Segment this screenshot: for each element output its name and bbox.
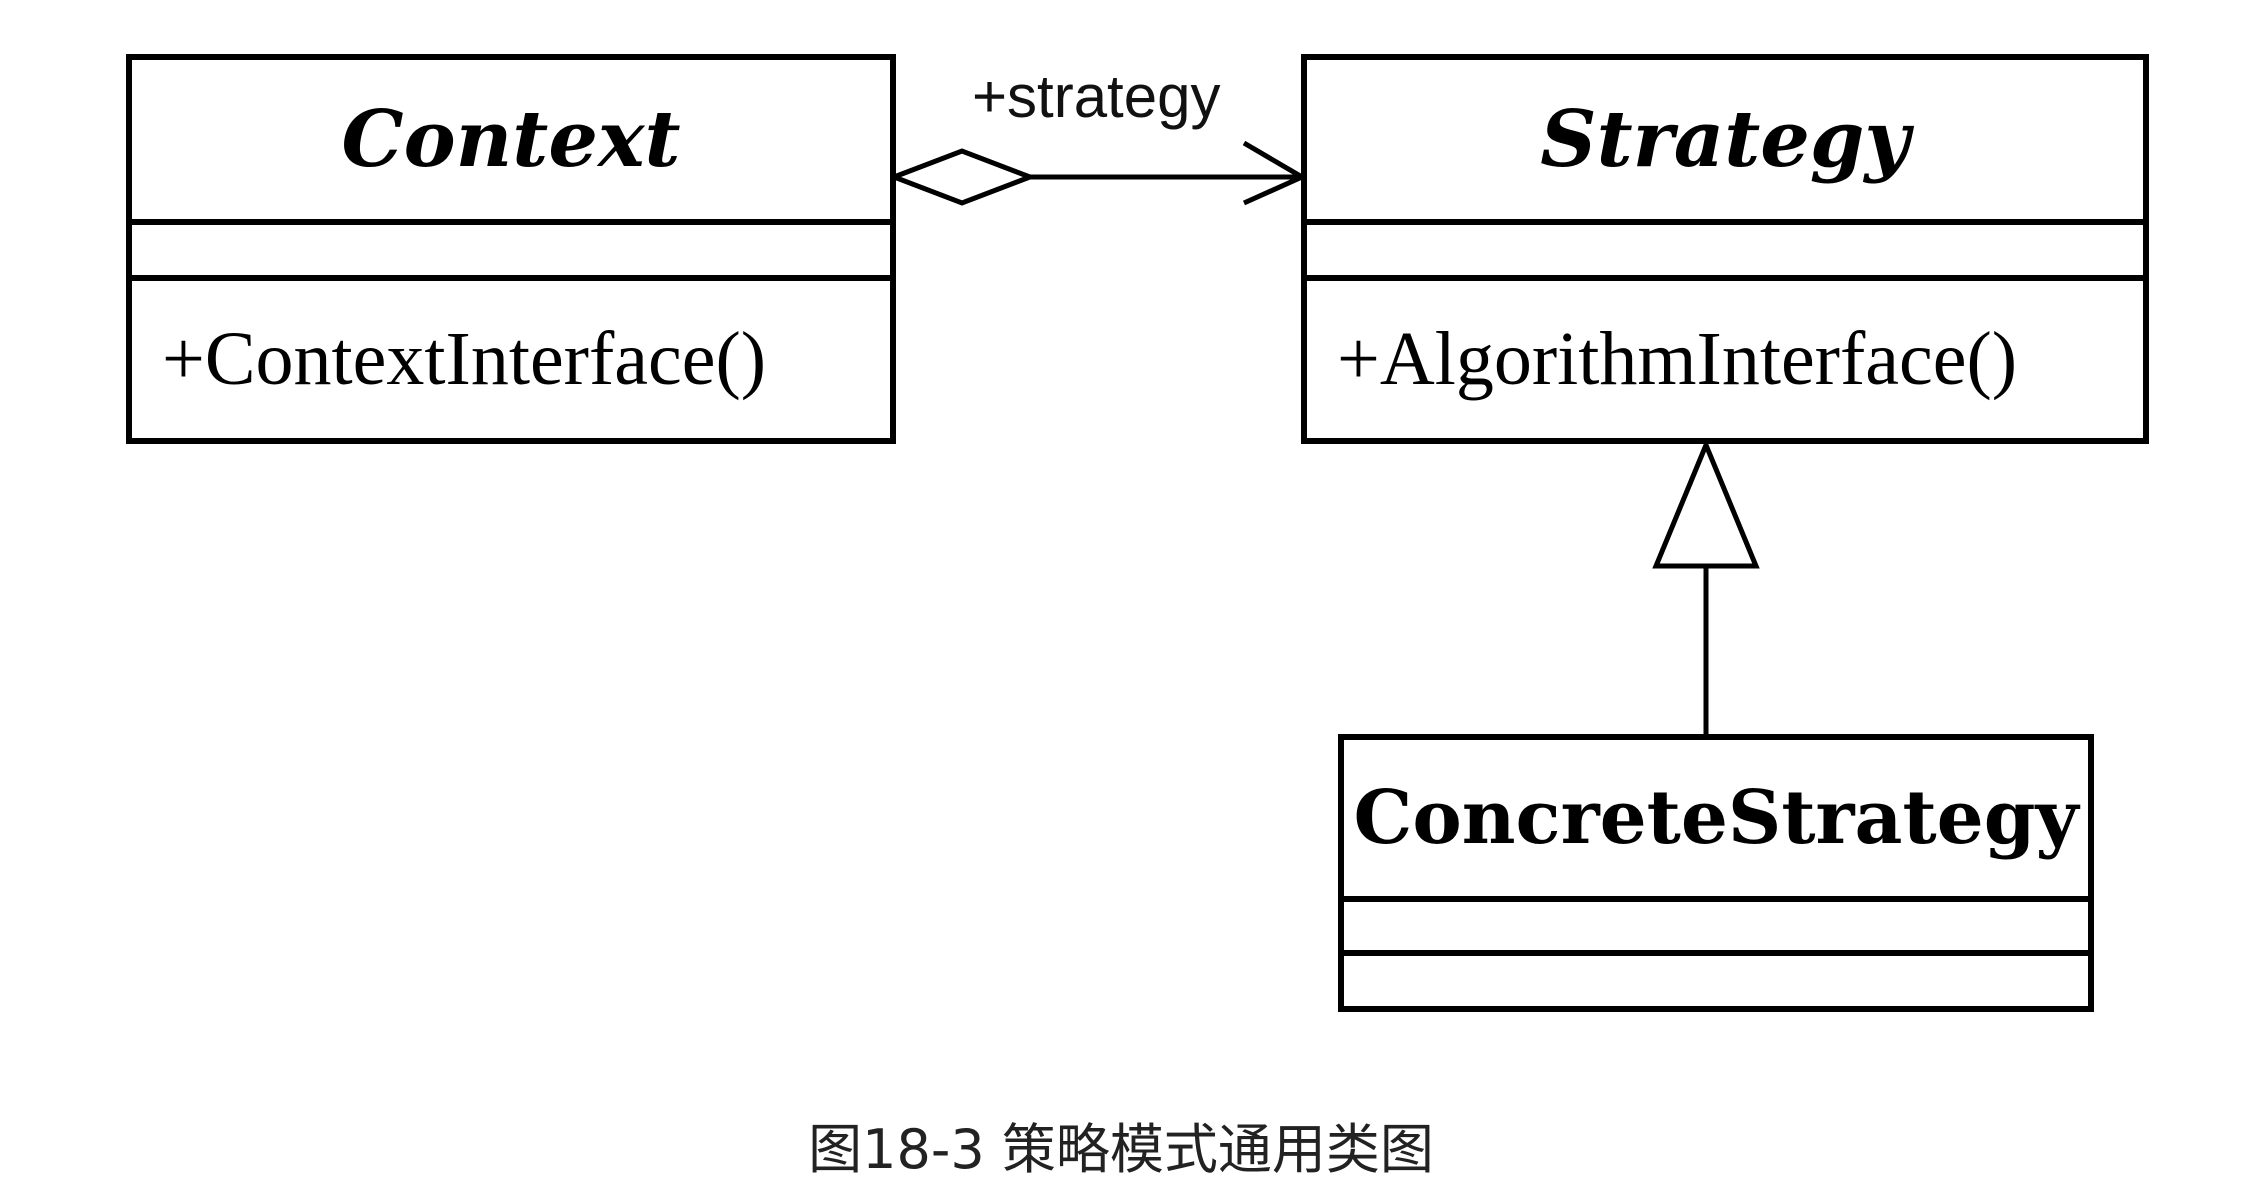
context-class: Context +ContextInterface() [126, 54, 896, 444]
context-operations: +ContextInterface() [132, 281, 890, 438]
context-attributes [132, 225, 890, 281]
figure-caption: 图18-3 策略模式通用类图 [808, 1118, 1434, 1181]
strategy-class: Strategy +AlgorithmInterface() [1301, 54, 2149, 444]
aggregation-diamond [886, 148, 1038, 206]
strategy-operation: +AlgorithmInterface() [1337, 317, 2018, 401]
generalization-triangle [1652, 438, 1760, 569]
concrete-strategy-operations [1344, 956, 2088, 1006]
context-class-name: Context [132, 60, 890, 225]
strategy-operations: +AlgorithmInterface() [1307, 281, 2143, 438]
context-operation: +ContextInterface() [162, 317, 767, 401]
concrete-strategy-attributes [1344, 902, 2088, 956]
strategy-attributes [1307, 225, 2143, 281]
concrete-strategy-class: ConcreteStrategy [1338, 734, 2094, 1012]
concrete-strategy-class-name: ConcreteStrategy [1344, 740, 2088, 902]
navigability-arrowhead [1242, 140, 1308, 206]
association-role-label: +strategy [972, 63, 1221, 130]
strategy-class-name: Strategy [1307, 60, 2143, 225]
